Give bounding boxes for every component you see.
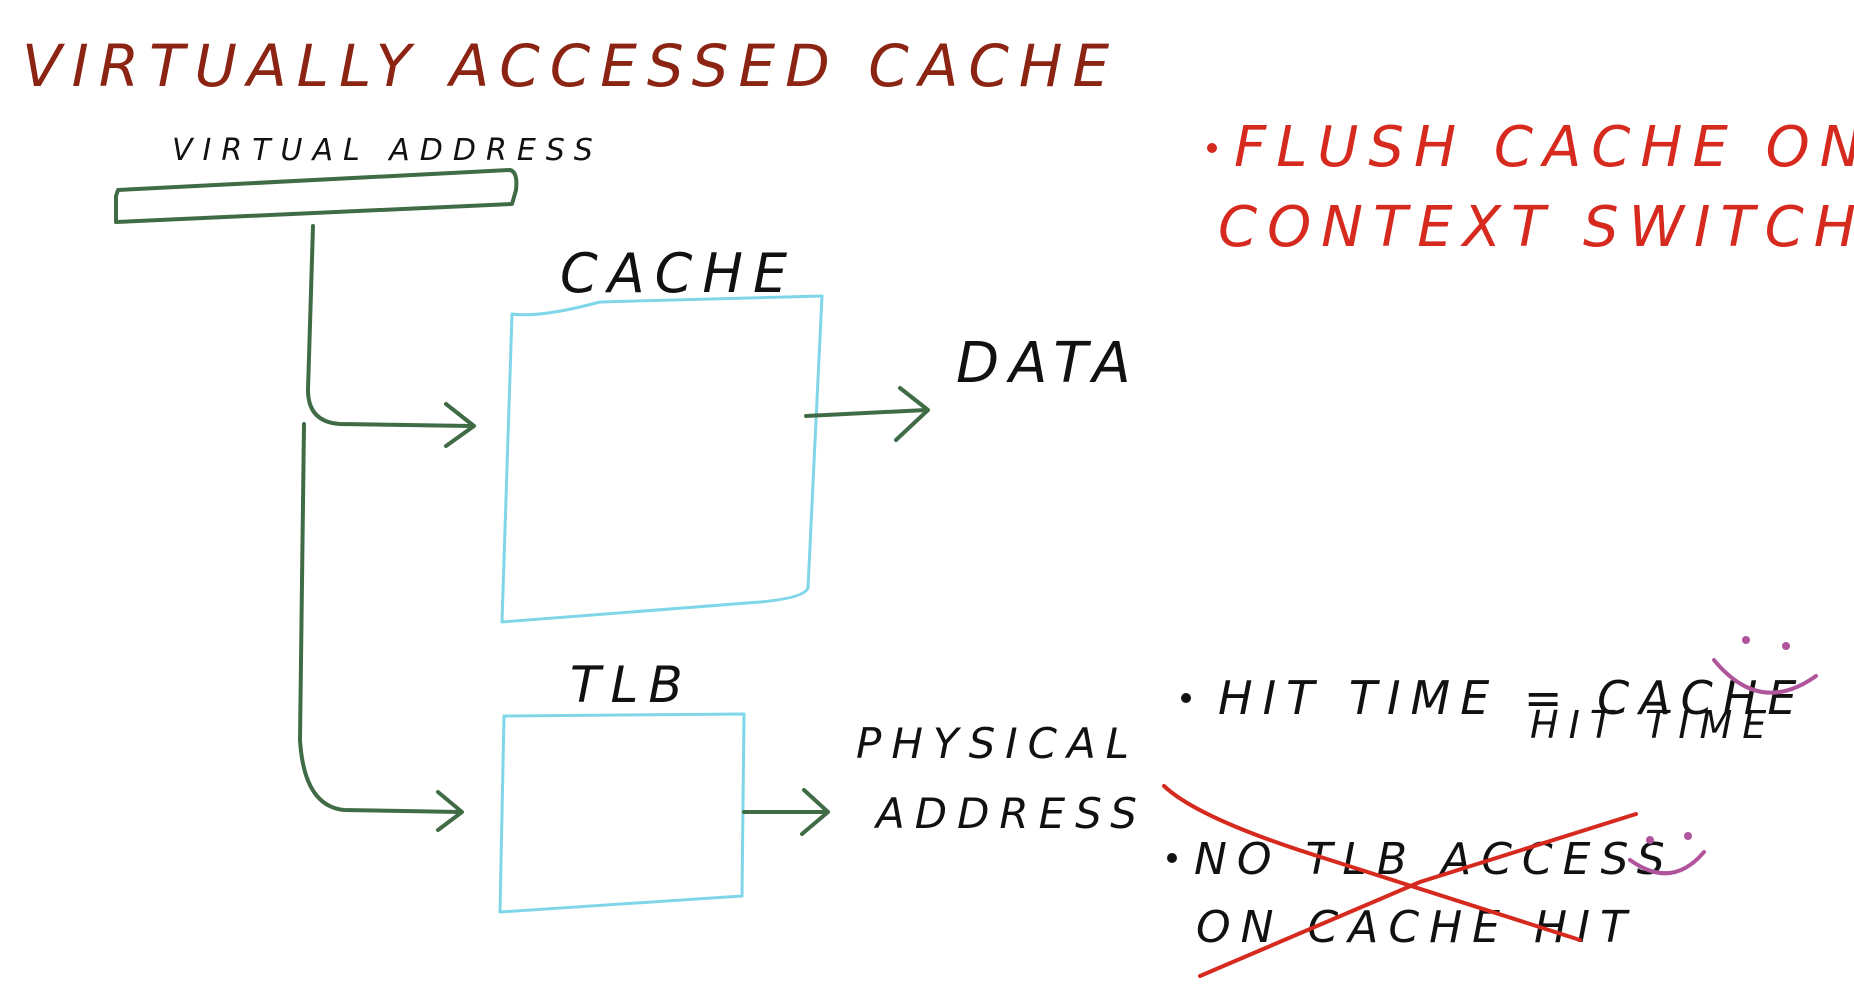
- smiley2-eye-right: [1684, 832, 1692, 840]
- data-label: DATA: [956, 331, 1141, 396]
- smiley-icon: [1712, 658, 1818, 695]
- cross-out-stroke-2: [1198, 812, 1638, 978]
- arrowhead-va-to-cache: [444, 402, 476, 448]
- hit-time-line2: HIT TIME: [1530, 703, 1776, 747]
- no-tlb-bullet: [1167, 853, 1177, 863]
- physical-address-label-line2: ADDRESS: [873, 789, 1147, 838]
- arrowhead-cache-to-data: [894, 386, 930, 442]
- smiley-eye-left: [1742, 636, 1750, 644]
- tlb-label: TLB: [570, 656, 693, 714]
- arrow-cache-to-data: [804, 408, 928, 418]
- cross-out-stroke-1: [1162, 784, 1582, 942]
- arrow-va-to-tlb: [297, 422, 462, 814]
- hit-time-line1: HIT TIME = CACHE: [1218, 671, 1806, 725]
- arrowhead-va-to-tlb: [436, 790, 464, 832]
- virtual-address-register: [114, 168, 519, 224]
- cache-box: [500, 294, 824, 624]
- smiley2-eye-left: [1646, 836, 1654, 844]
- smiley-eye-right: [1782, 642, 1790, 650]
- flush-note-line2: CONTEXT SWITCH: [1218, 195, 1854, 260]
- hit-time-bullet: [1181, 693, 1191, 703]
- no-tlb-line2: ON CACHE HIT: [1196, 902, 1637, 953]
- arrow-va-to-cache: [305, 224, 474, 428]
- virtual-address-label: VIRTUAL ADDRESS: [172, 133, 603, 168]
- smiley2-icon: [1628, 850, 1706, 876]
- cache-label: CACHE: [560, 242, 797, 305]
- tlb-box: [498, 712, 746, 914]
- flush-note-line1: FLUSH CACHE ON: [1234, 115, 1854, 180]
- flush-note-bullet: [1207, 143, 1217, 153]
- physical-address-label-line1: PHYSICAL: [856, 719, 1139, 768]
- arrowhead-tlb-to-physical: [800, 788, 830, 836]
- diagram-title: VIRTUALLY ACCESSED CACHE: [22, 32, 1119, 100]
